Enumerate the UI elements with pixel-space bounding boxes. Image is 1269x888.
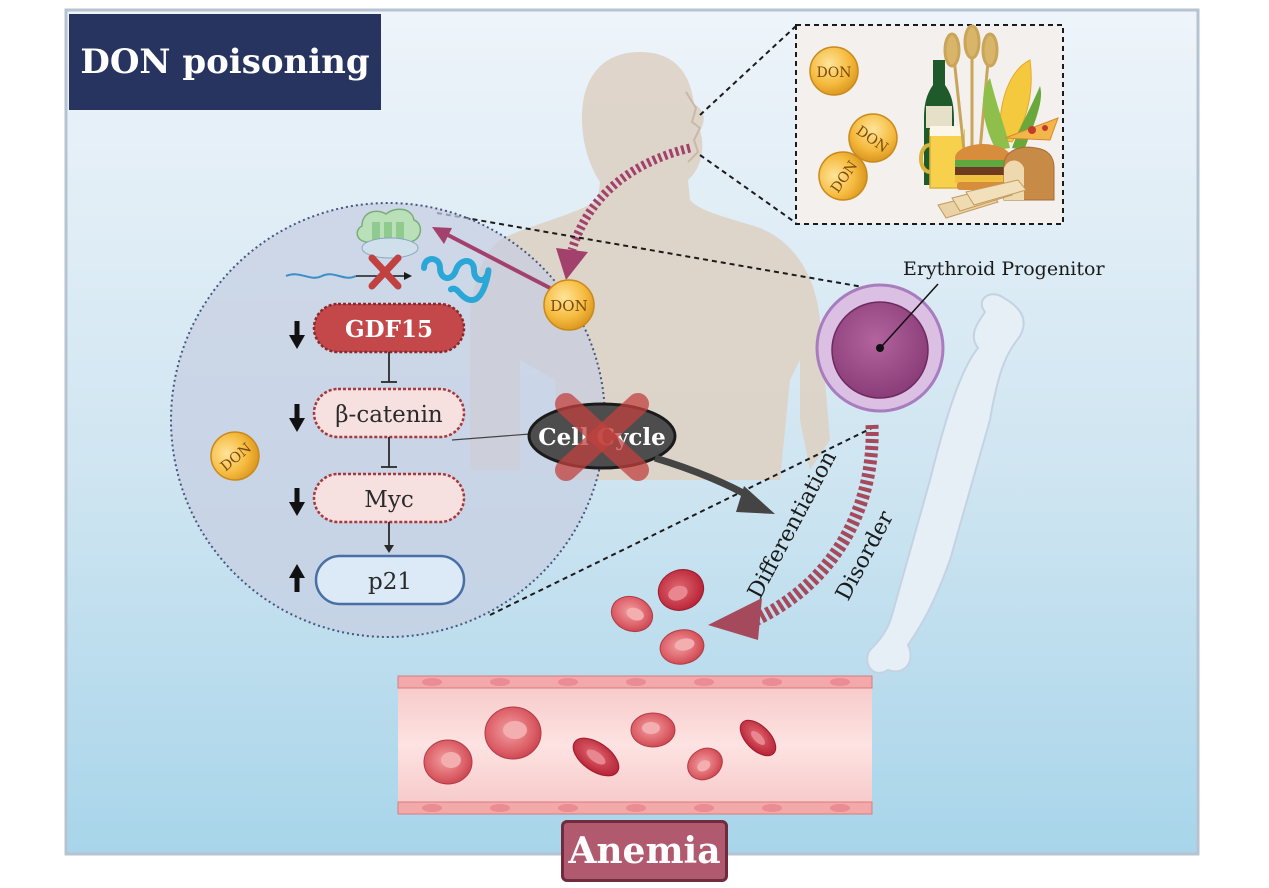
cell-zoom-line	[436, 212, 893, 293]
down-arrow-icon	[289, 488, 305, 516]
red-blood-cell	[572, 737, 620, 777]
don-coin: DON	[809, 46, 859, 96]
page-title: DON poisoning	[80, 42, 370, 82]
up-arrow-icon	[289, 564, 305, 592]
protein-chain	[421, 256, 492, 304]
don-coin: DON	[543, 279, 595, 331]
svg-text:p21: p21	[368, 569, 412, 595]
svg-text:Myc: Myc	[364, 487, 413, 513]
ingestion-arrowhead	[556, 248, 588, 280]
red-blood-cell	[423, 739, 473, 785]
svg-text:DON: DON	[817, 65, 852, 81]
differentiation-arrow	[752, 424, 879, 626]
inset-zoom-line	[699, 25, 797, 116]
svg-text:GDF15: GDF15	[345, 316, 433, 343]
red-blood-cell	[687, 747, 723, 781]
erythroid-progenitor-cell	[815, 283, 945, 413]
ingestion-arrow	[567, 143, 692, 252]
red-blood-cell	[657, 569, 705, 611]
differentiation-arrowhead	[708, 598, 762, 640]
red-blood-cell	[659, 629, 705, 665]
erythroid-label: Erythroid Progenitor	[903, 258, 1105, 280]
cell-cycle-arrowhead	[736, 486, 775, 514]
cell-cycle-block-icon	[555, 393, 649, 481]
activation-arrowhead	[384, 545, 394, 553]
beta-catenin-node: β-catenin	[312, 387, 466, 439]
down-arrow-icon	[289, 321, 305, 349]
translation-arrowhead	[404, 272, 412, 280]
cell-zoom-line	[489, 424, 879, 616]
down-arrow-icon	[289, 404, 305, 432]
inhibition-connector	[381, 352, 397, 546]
anemia-label: Anemia	[568, 830, 721, 872]
anemia-label-box: Anemia	[561, 820, 728, 882]
red-blood-cell	[739, 719, 777, 757]
inset-zoom-line	[699, 154, 797, 224]
red-blood-cell	[630, 712, 676, 748]
block-cross-icon	[368, 254, 402, 290]
blood-vessel	[397, 675, 873, 815]
erythroid-label-pointer	[881, 283, 939, 347]
title-box: DON poisoning	[69, 14, 381, 110]
don-to-ribosome-arrowhead	[432, 227, 452, 244]
ribosome-icon	[356, 208, 422, 259]
face-profile	[685, 91, 702, 163]
don-coin: DON	[818, 151, 868, 201]
don-to-ribosome-arrow	[445, 232, 551, 290]
myc-node: Myc	[312, 472, 466, 524]
mrna-strand	[285, 273, 357, 279]
red-blood-cell	[484, 706, 542, 760]
bone-icon	[866, 293, 1025, 674]
cell-cycle-connector	[451, 433, 531, 441]
gdf15-node: GDF15	[312, 302, 466, 354]
svg-text:β-catenin: β-catenin	[335, 402, 443, 428]
don-coin: DON	[210, 431, 260, 481]
svg-text:DON: DON	[550, 297, 587, 315]
red-blood-cell	[610, 595, 654, 633]
p21-node: p21	[314, 554, 466, 606]
